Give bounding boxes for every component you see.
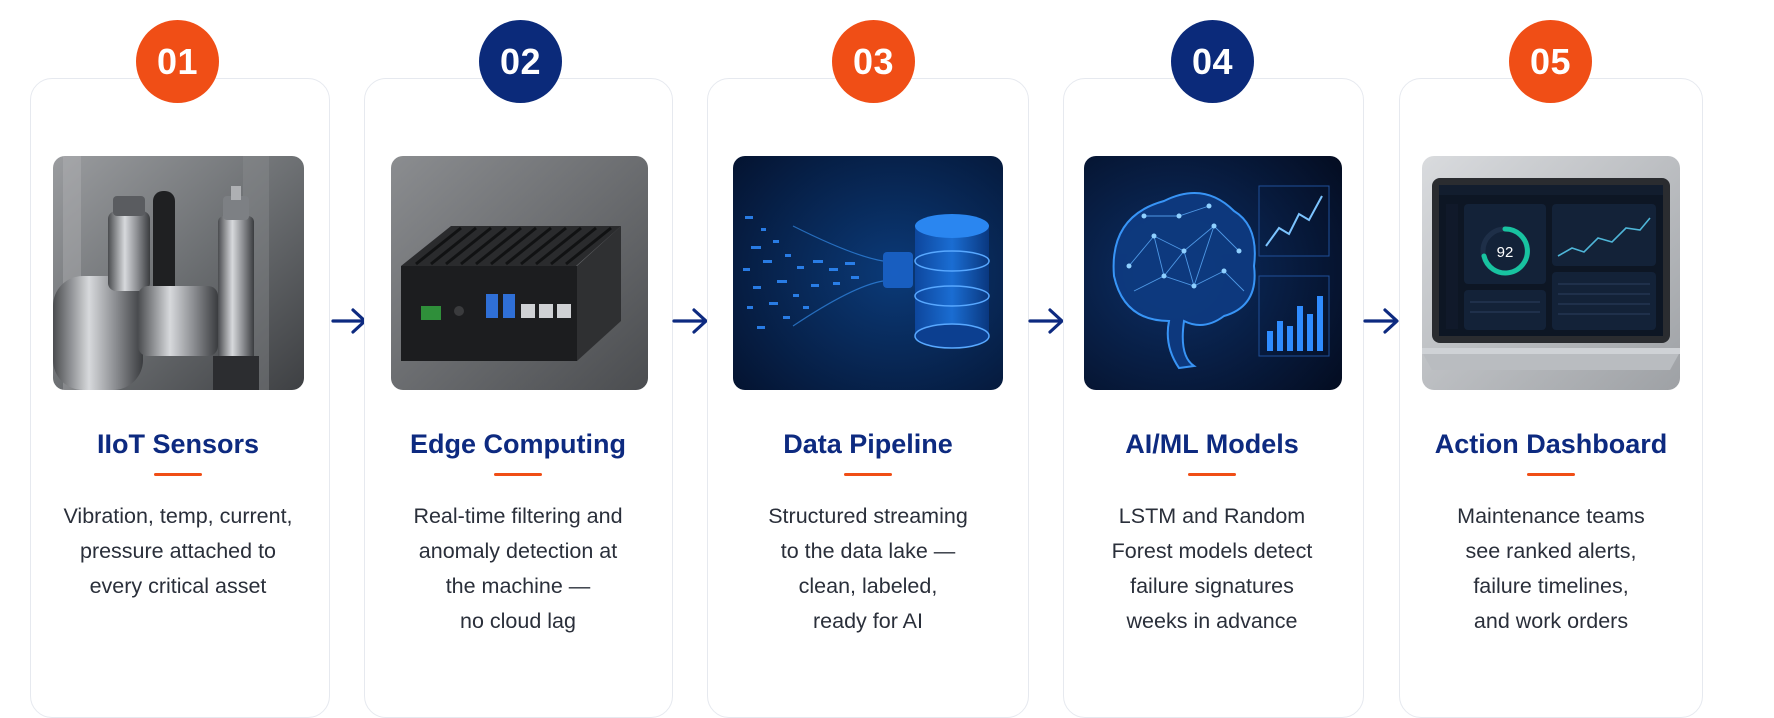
description-line: Real-time filtering and [413,504,623,528]
description-line: no cloud lag [460,609,576,633]
action-dashboard-image: 92 [1422,156,1680,390]
title-underline [844,473,892,476]
step-title: Edge Computing [410,429,626,459]
description-line: failure signatures [1130,574,1294,598]
description-line: Structured streaming [768,504,968,528]
step-number-badge: 02 [479,20,562,103]
step-description: Maintenance teams see ranked alerts, fai… [1391,499,1711,639]
description-line: to the data lake — [780,539,956,563]
data-pipeline-image [733,156,1003,390]
description-line: the machine — [445,574,591,598]
right-arrow-icon [1362,304,1402,338]
description-line: and work orders [1473,609,1629,633]
step-description: LSTM and Random Forest models detect fai… [1052,499,1372,639]
step-number-badge: 05 [1509,20,1592,103]
step-description: Vibration, temp, current, pressure attac… [18,499,338,604]
description-line: Vibration, temp, current, [63,504,293,528]
step-title: Action Dashboard [1434,429,1668,459]
description-line: Maintenance teams [1457,504,1645,528]
edge-computing-image [391,156,648,390]
dashboard-score: 92 [1497,244,1514,261]
iiot-sensors-image [53,156,304,390]
step-number-badge: 03 [832,20,915,103]
step-title: AI/ML Models [1125,429,1299,459]
description-line: weeks in advance [1126,609,1298,633]
step-number-badge: 04 [1171,20,1254,103]
description-line: failure timelines, [1473,574,1629,598]
title-underline [1527,473,1575,476]
description-line: Forest models detect [1111,539,1313,563]
step-description: Structured streaming to the data lake — … [708,499,1028,639]
description-line: ready for AI [813,609,923,633]
step-title: Data Pipeline [783,429,953,459]
right-arrow-icon [671,304,711,338]
description-line: see ranked alerts, [1465,539,1637,563]
description-line: anomaly detection at [418,539,618,563]
step-number-badge: 01 [136,20,219,103]
title-underline [1188,473,1236,476]
description-line: LSTM and Random [1118,504,1306,528]
step-description: Real-time filtering and anomaly detectio… [358,499,678,639]
step-title: IIoT Sensors [96,429,260,459]
title-underline [494,473,542,476]
description-line: pressure attached to [79,539,276,563]
title-underline [154,473,202,476]
right-arrow-icon [1027,304,1067,338]
description-line: clean, labeled, [798,574,938,598]
description-line: every critical asset [89,574,267,598]
ai-ml-models-image [1084,156,1342,390]
